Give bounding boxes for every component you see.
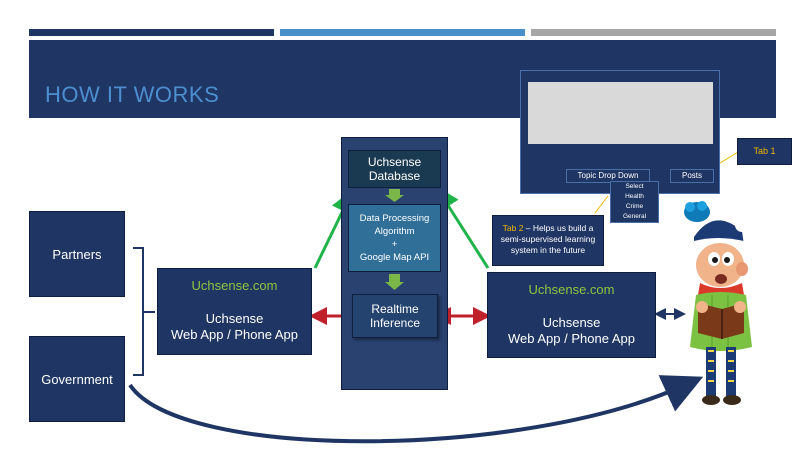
web-app-right-site: Uchsense.com bbox=[528, 282, 615, 297]
web-app-left-line2: Web App / Phone App bbox=[171, 327, 298, 342]
web-app-right-line2: Web App / Phone App bbox=[508, 331, 635, 346]
top-bar-gray bbox=[531, 29, 776, 36]
processing-line3: + bbox=[391, 239, 398, 250]
database-line1: Uchsense bbox=[367, 155, 422, 169]
tab2-callout: Tab 2 – Helps us build a semi-supervised… bbox=[492, 215, 604, 266]
database-box: Uchsense Database bbox=[348, 150, 441, 188]
top-bar-blue bbox=[280, 29, 525, 36]
top-bar-navy bbox=[29, 29, 274, 36]
arrow-db-to-processing bbox=[385, 189, 404, 202]
dropdown-option-crime[interactable]: Crime bbox=[625, 203, 644, 210]
arrow-processing-to-inference bbox=[385, 274, 404, 290]
green-arrow-right bbox=[435, 185, 490, 269]
topic-dropdown[interactable]: Topic Drop Down bbox=[566, 169, 650, 183]
dropdown-options: Select Health Crime General bbox=[610, 181, 659, 223]
tab1-callout: Tab 1 bbox=[737, 138, 792, 165]
database-line2: Database bbox=[368, 169, 421, 183]
cartoon-person-reading-book-icon bbox=[684, 201, 752, 405]
tab1-label: Tab 1 bbox=[753, 146, 776, 156]
dropdown-option-general[interactable]: General bbox=[622, 213, 647, 220]
government-label: Government bbox=[41, 371, 113, 387]
tab2-text: – Helps us build a semi-supervised learn… bbox=[500, 223, 596, 255]
processing-line4: Google Map API bbox=[359, 252, 430, 263]
inference-box: Realtime Inference bbox=[352, 294, 438, 338]
processing-line1: Data Processing bbox=[359, 213, 430, 224]
web-app-right-line1: Uchsense bbox=[542, 315, 601, 330]
tab2-label: Tab 2 bbox=[502, 223, 524, 233]
app-mockup: Topic Drop Down Posts bbox=[520, 70, 720, 194]
dropdown-option-select[interactable]: Select bbox=[625, 183, 644, 190]
tab2-pointer bbox=[594, 195, 609, 214]
feedback-curve bbox=[128, 375, 704, 444]
web-app-left-site: Uchsense.com bbox=[191, 278, 278, 293]
bracket bbox=[133, 247, 155, 376]
processing-line2: Algorithm bbox=[374, 226, 415, 237]
web-app-left-line1: Uchsense bbox=[205, 311, 264, 326]
dropdown-option-health[interactable]: Health bbox=[625, 193, 644, 200]
posts-tab[interactable]: Posts bbox=[670, 169, 714, 183]
mockup-screen bbox=[528, 82, 713, 144]
partners-box: Partners bbox=[29, 211, 125, 297]
processing-box: Data Processing Algorithm + Google Map A… bbox=[348, 204, 441, 272]
web-app-left-box: Uchsense.com Uchsense Web App / Phone Ap… bbox=[157, 268, 312, 355]
inference-line1: Realtime bbox=[371, 302, 419, 316]
slide-title: HOW IT WORKS bbox=[45, 82, 220, 107]
partners-label: Partners bbox=[52, 246, 102, 262]
government-box: Government bbox=[29, 336, 125, 422]
inference-line2: Inference bbox=[369, 316, 421, 330]
web-app-right-box: Uchsense.com Uchsense Web App / Phone Ap… bbox=[487, 272, 656, 358]
